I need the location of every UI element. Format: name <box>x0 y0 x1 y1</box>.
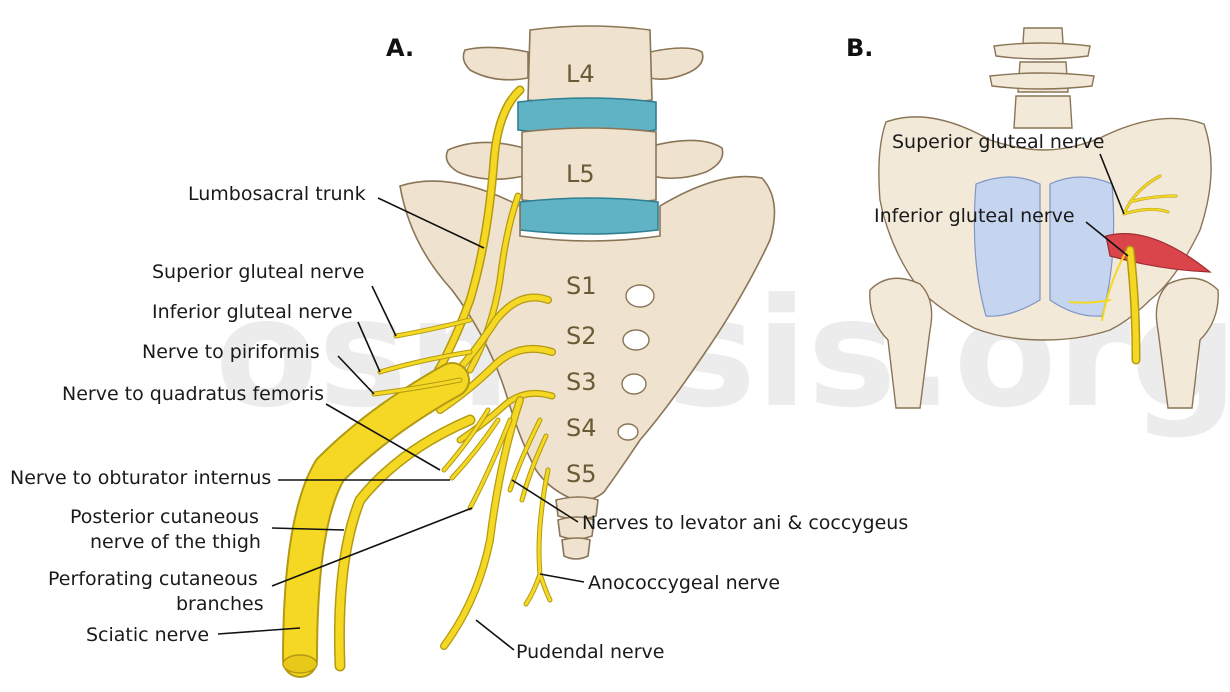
sacral-ligaments <box>973 176 1115 317</box>
sacral-foramina <box>617 284 655 441</box>
label-pudendal-nerve: Pudendal nerve <box>516 641 664 663</box>
label-inferior-gluteal-nerve: Inferior gluteal nerve <box>152 301 353 323</box>
label-b-superior-gluteal-nerve: Superior gluteal nerve <box>892 131 1104 153</box>
panel-b-labels: Superior gluteal nerve Inferior gluteal … <box>874 131 1104 227</box>
label-b-inferior-gluteal-nerve: Inferior gluteal nerve <box>874 205 1075 227</box>
label-nerve-to-piriformis: Nerve to piriformis <box>142 341 320 363</box>
label-l5: L5 <box>566 160 595 188</box>
label-posterior-cutaneous-line2: nerve of the thigh <box>90 531 261 553</box>
label-s1: S1 <box>566 272 597 300</box>
label-perforating-line1: Perforating cutaneous <box>48 568 258 590</box>
panel-b-leaders <box>1085 153 1129 257</box>
lumbar-spine <box>989 27 1095 129</box>
panel-b-title: B. <box>846 34 873 62</box>
panel-a-title: A. <box>386 34 414 62</box>
label-nerve-to-quadratus-femoris: Nerve to quadratus femoris <box>62 383 324 405</box>
label-s3: S3 <box>566 368 597 396</box>
label-lumbosacral-trunk: Lumbosacral trunk <box>188 183 366 205</box>
panel-b: B. <box>846 27 1219 409</box>
label-s4: S4 <box>566 414 597 442</box>
label-nerve-to-obturator-internus: Nerve to obturator internus <box>10 467 271 489</box>
sacrum <box>399 175 776 501</box>
label-sciatic-nerve: Sciatic nerve <box>86 624 209 646</box>
label-nerves-to-levator-ani: Nerves to levator ani & coccygeus <box>582 512 908 534</box>
panel-a-leaders <box>217 197 585 651</box>
coccyx <box>555 496 599 560</box>
label-s2: S2 <box>566 322 597 350</box>
label-s5: S5 <box>566 460 597 488</box>
label-superior-gluteal-nerve: Superior gluteal nerve <box>152 261 364 283</box>
label-posterior-cutaneous-line1: Posterior cutaneous <box>70 506 259 528</box>
label-perforating-line2: branches <box>176 593 264 615</box>
panel-a: A. L4 L5 <box>10 25 908 678</box>
panel-b-nerves <box>1069 174 1178 365</box>
sacral-plexus-nerves <box>282 85 556 678</box>
disc-l5-s1 <box>519 197 659 235</box>
femurs <box>869 277 1219 409</box>
panel-a-labels: Lumbosacral trunk Superior gluteal nerve… <box>10 183 908 663</box>
label-anococcygeal-nerve: Anococcygeal nerve <box>588 572 780 594</box>
label-l4: L4 <box>566 60 595 88</box>
